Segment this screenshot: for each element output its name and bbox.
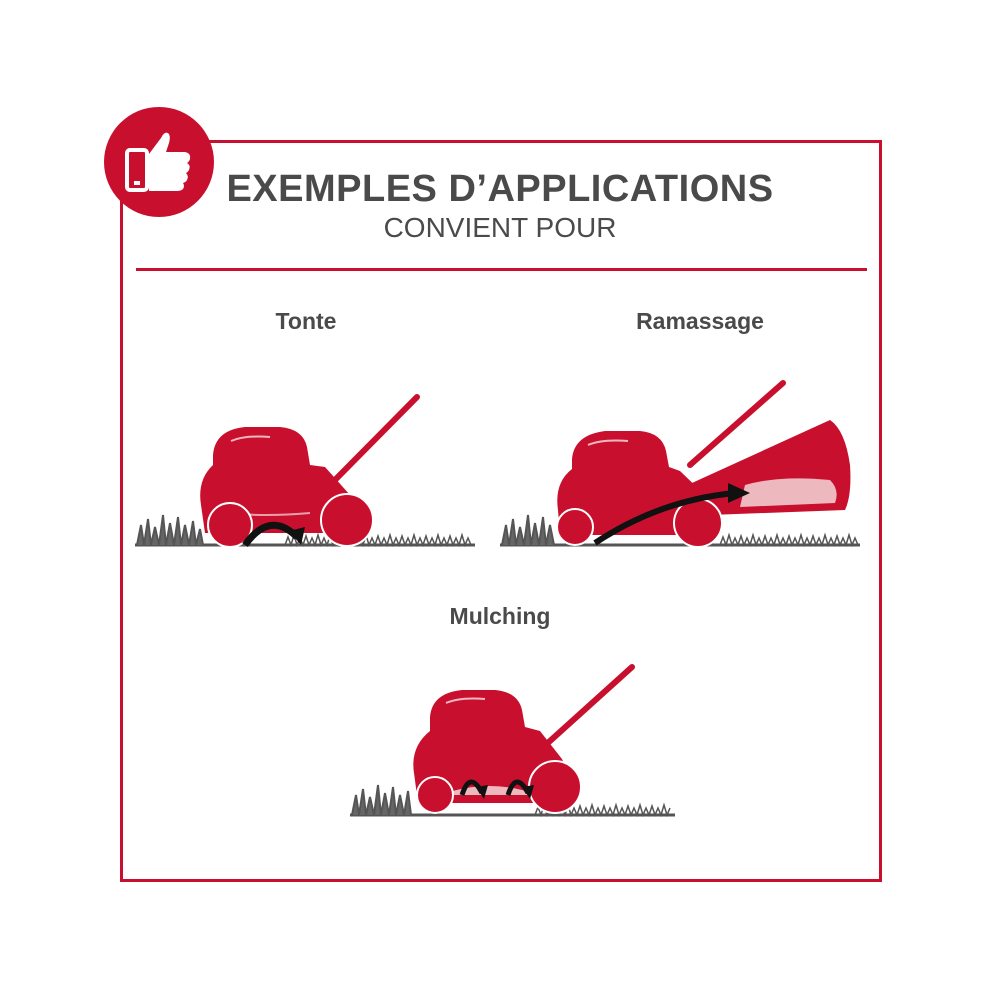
header-divider	[136, 268, 867, 271]
grass-strip	[135, 514, 475, 548]
mower-body	[413, 664, 635, 814]
thumbs-up-badge	[104, 107, 214, 217]
page-subtitle: CONVIENT POUR	[383, 212, 617, 243]
application-label-mulching: Mulching	[449, 603, 551, 629]
page-title: EXEMPLES D’APPLICATIONS	[226, 168, 774, 210]
application-label-tonte: Tonte	[275, 308, 337, 334]
lawn-mower-cutting-icon	[135, 394, 475, 548]
lawn-mower-collecting-icon	[500, 380, 860, 548]
airflow-arrow	[593, 490, 736, 546]
mower-body	[556, 380, 851, 548]
lawn-mower-mulching-icon	[350, 664, 675, 818]
thumbs-up-icon	[125, 132, 191, 192]
grass-strip	[500, 514, 860, 548]
application-label-ramassage: Ramassage	[636, 308, 764, 334]
mulching-arrows	[459, 779, 534, 799]
mower-body	[200, 394, 420, 548]
content-frame	[120, 140, 882, 882]
